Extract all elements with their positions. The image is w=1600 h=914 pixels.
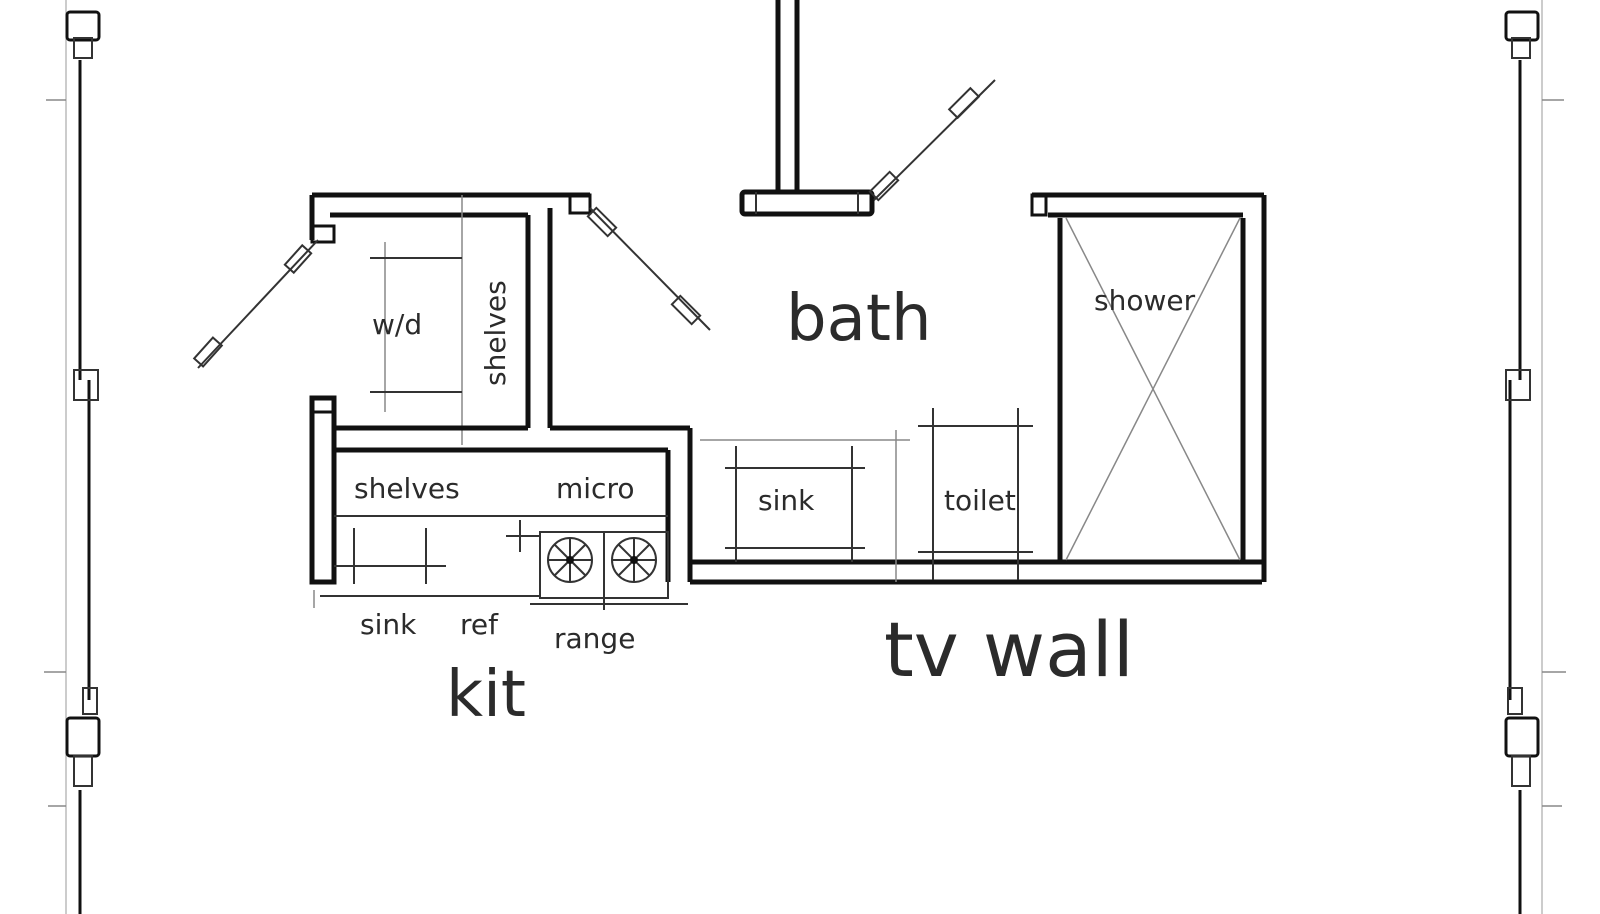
washer-dryer-label: w/d (372, 308, 422, 341)
top-center-wall (739, 0, 996, 217)
laundry-closet (192, 192, 711, 445)
range-label: range (554, 622, 635, 655)
right-window-wall (1504, 0, 1566, 914)
left-window-wall (44, 0, 101, 914)
kitchen (309, 395, 693, 610)
bath-sink-label: sink (758, 484, 815, 517)
kitchen-sink-label: sink (360, 608, 417, 641)
burner-icon (611, 537, 657, 583)
microwave-label: micro (556, 472, 634, 505)
toilet-label: toilet (944, 484, 1016, 517)
kitchen-shelves-label: shelves (354, 472, 460, 505)
laundry-shelves-label: shelves (479, 280, 512, 386)
shower-label: shower (1094, 284, 1196, 317)
burner-icon (547, 537, 593, 583)
room-label-bath: bath (786, 282, 932, 356)
room-label-kitchen: kit (446, 658, 526, 732)
bath-fixtures (690, 192, 1267, 585)
refrigerator-label: ref (460, 608, 499, 641)
room-label-tv-wall: tv wall (884, 605, 1134, 694)
